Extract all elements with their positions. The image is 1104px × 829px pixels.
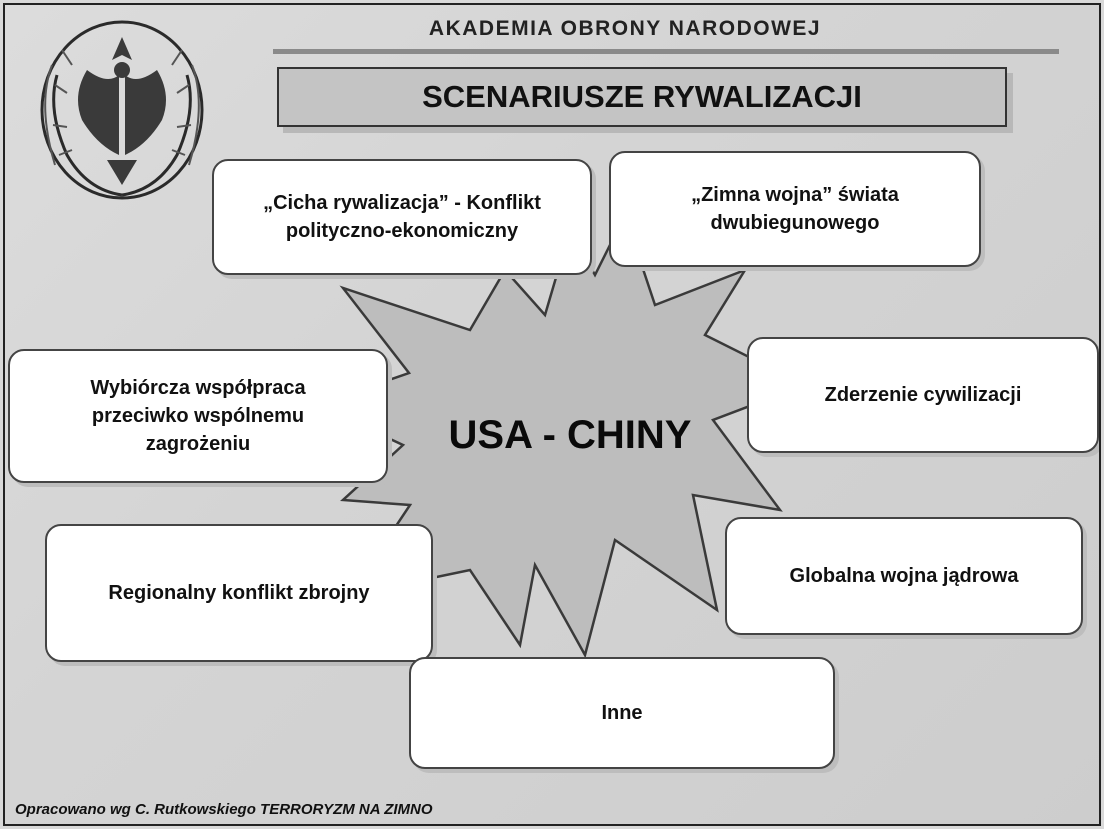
scenario-inne: Inne bbox=[409, 657, 835, 769]
scenario-zimna-wojna: „Zimna wojna” świata dwubiegunowego bbox=[609, 151, 981, 267]
scenario-label: „Zimna wojna” świata dwubiegunowego bbox=[691, 184, 899, 234]
scenario-wybiorcza-wspolpraca: Wybiórcza współpraca przeciwko wspólnemu… bbox=[8, 349, 388, 483]
scenario-globalna-wojna: Globalna wojna jądrowa bbox=[725, 517, 1083, 635]
scenario-cicha-rywalizacja: „Cicha rywalizacja” - Konflikt polityczn… bbox=[212, 159, 592, 275]
scenario-label: Globalna wojna jądrowa bbox=[789, 565, 1019, 587]
source-footnote: Opracowano wg C. Rutkowskiego TERRORYZM … bbox=[15, 801, 433, 818]
scenario-label: Wybiórcza współpraca przeciwko wspólnemu… bbox=[90, 377, 306, 455]
scenario-regionalny-konflikt: Regionalny konflikt zbrojny bbox=[45, 524, 433, 662]
academy-name: AKADEMIA OBRONY NARODOWEJ bbox=[428, 17, 822, 40]
scenario-label: „Cicha rywalizacja” - Konflikt polityczn… bbox=[263, 192, 541, 242]
scenario-label: Zderzenie cywilizacji bbox=[824, 384, 1022, 406]
scenario-label: Regionalny konflikt zbrojny bbox=[108, 582, 370, 604]
scenario-zderzenie-cywilizacji: Zderzenie cywilizacji bbox=[747, 337, 1099, 453]
slide-title: SCENARIUSZE RYWALIZACJI bbox=[277, 67, 1007, 127]
scenario-label: Inne bbox=[601, 702, 643, 724]
slide: AKADEMIA OBRONY NARODOWEJ SCENARIUSZE RY… bbox=[3, 3, 1101, 826]
header-divider bbox=[273, 49, 1059, 54]
eagle-emblem-icon bbox=[40, 20, 204, 200]
starburst-shape bbox=[313, 211, 809, 659]
center-label: USA - CHINY bbox=[448, 413, 692, 457]
